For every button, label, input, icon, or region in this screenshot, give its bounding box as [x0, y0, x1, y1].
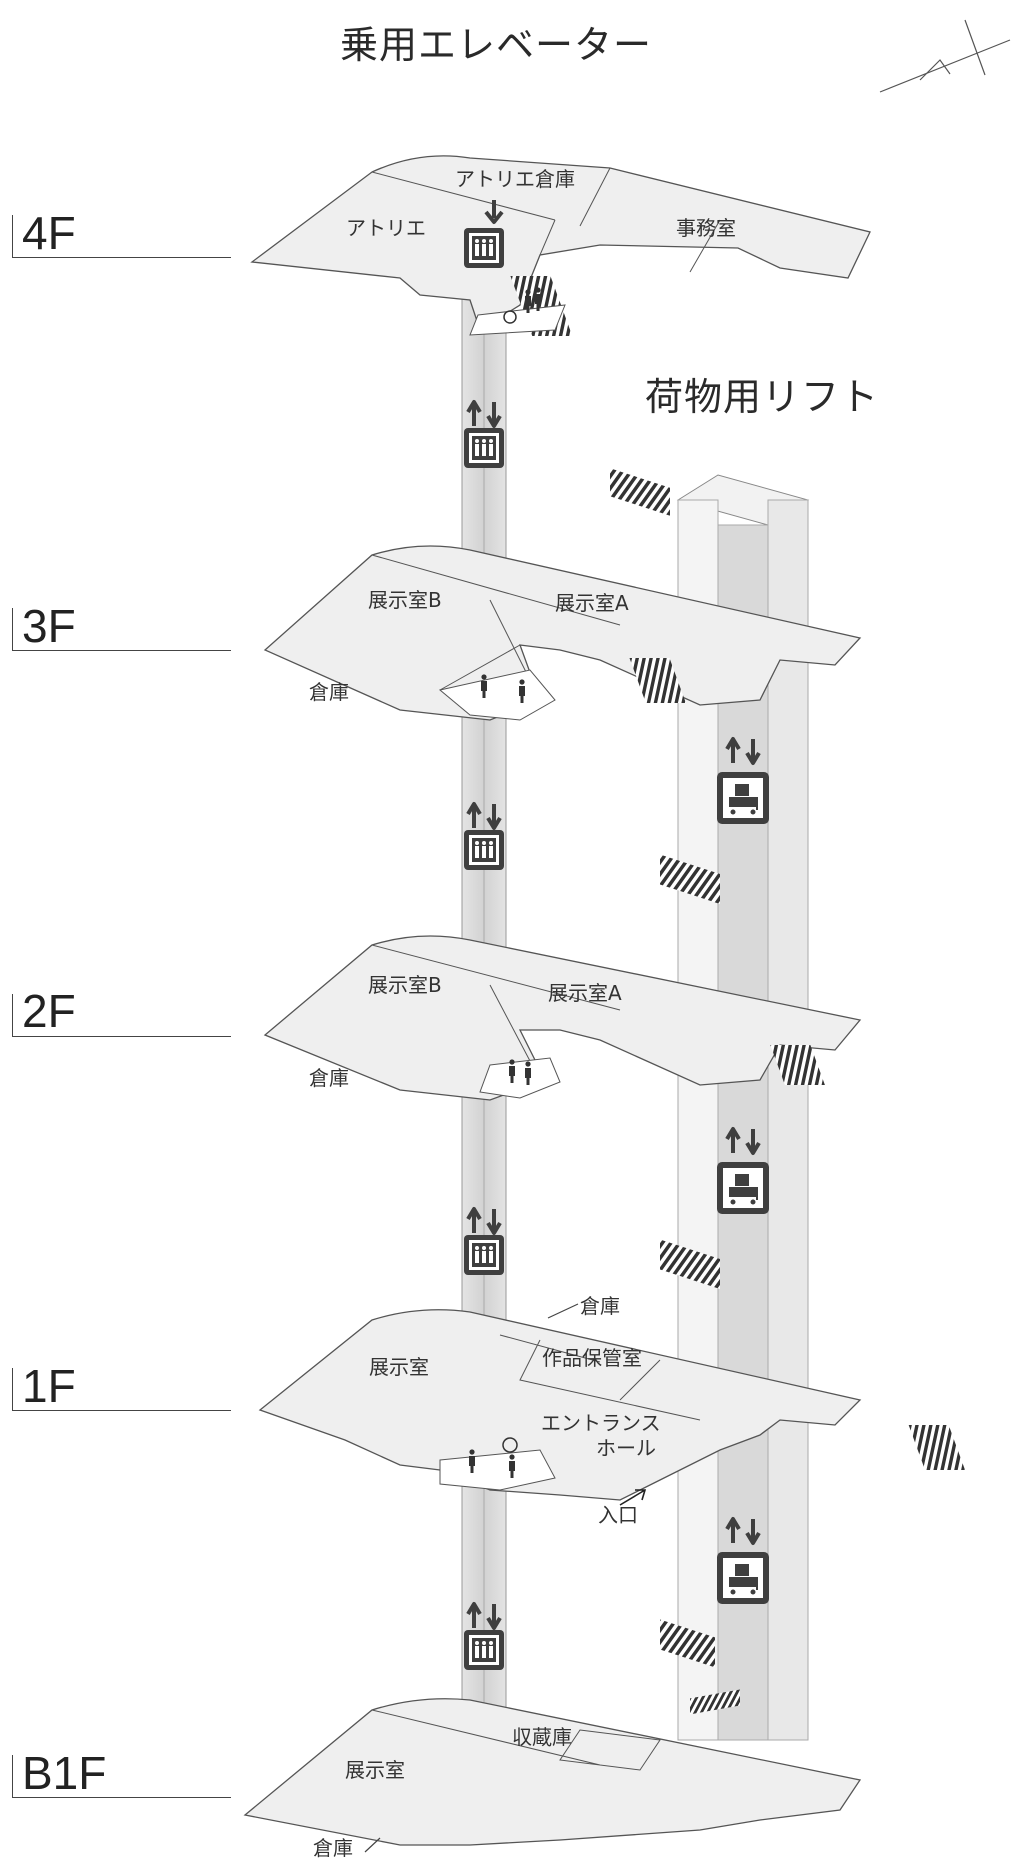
leader-lines — [364, 1303, 579, 1853]
floor-label-2f: 2F — [22, 985, 76, 1037]
floor-slab-4f — [250, 155, 871, 516]
compass-icon — [879, 19, 1011, 93]
floor-underline-3f — [12, 608, 231, 651]
floor-underline-4f — [12, 215, 231, 258]
room-label-exhibit-b-2f: 展示室B — [368, 973, 442, 997]
freight-lift-shaft — [676, 474, 810, 1741]
floor-underline-2f — [12, 994, 231, 1037]
room-label-exhibit-a-2f: 展示室A — [548, 981, 622, 1005]
floor-slab-3f — [263, 545, 862, 904]
room-label-entrance: 入口 — [598, 1503, 638, 1527]
room-label-exhibit-b1f: 展示室 — [345, 1758, 405, 1782]
floor-label-1f: 1F — [22, 1360, 76, 1412]
room-label-entrance-hall-line1: エントランス — [541, 1411, 661, 1435]
room-label-atelier-storage: アトリエ倉庫 — [455, 167, 575, 191]
floor-label-b1f: B1F — [22, 1747, 107, 1799]
floor-label-4f: 4F — [22, 207, 76, 259]
floor-slab-2f — [263, 935, 862, 1289]
room-label-storage-1f: 倉庫 — [580, 1294, 620, 1318]
floor-underline-1f — [12, 1368, 231, 1411]
passenger-elevator-title: 乗用エレベーター — [340, 23, 653, 67]
room-label-collection-room: 作品保管室 — [542, 1346, 642, 1370]
floor-slab-1f — [258, 1309, 966, 1668]
room-label-entrance-hall-line2: ホール — [596, 1436, 656, 1460]
floor-underline-b1f — [12, 1755, 231, 1798]
floor-label-3f: 3F — [22, 600, 76, 652]
room-label-atelier: アトリエ — [346, 216, 426, 240]
floor-slab-b1f — [243, 1689, 862, 1846]
room-label-exhibit-a-3f: 展示室A — [555, 591, 629, 615]
freight-lift-title: 荷物用リフト — [645, 375, 880, 419]
room-label-exhibit-b-3f: 展示室B — [368, 588, 442, 612]
down-arrow-icon — [484, 200, 504, 224]
room-label-storage-2f: 倉庫 — [309, 1066, 349, 1090]
room-label-office: 事務室 — [676, 216, 736, 240]
room-label-exhibit-1f: 展示室 — [369, 1355, 429, 1379]
room-label-storage-b1f: 倉庫 — [313, 1836, 353, 1860]
wheelchair-icon — [502, 310, 518, 1453]
room-label-vault: 収蔵庫 — [512, 1725, 572, 1749]
room-label-storage-3f: 倉庫 — [309, 680, 349, 704]
